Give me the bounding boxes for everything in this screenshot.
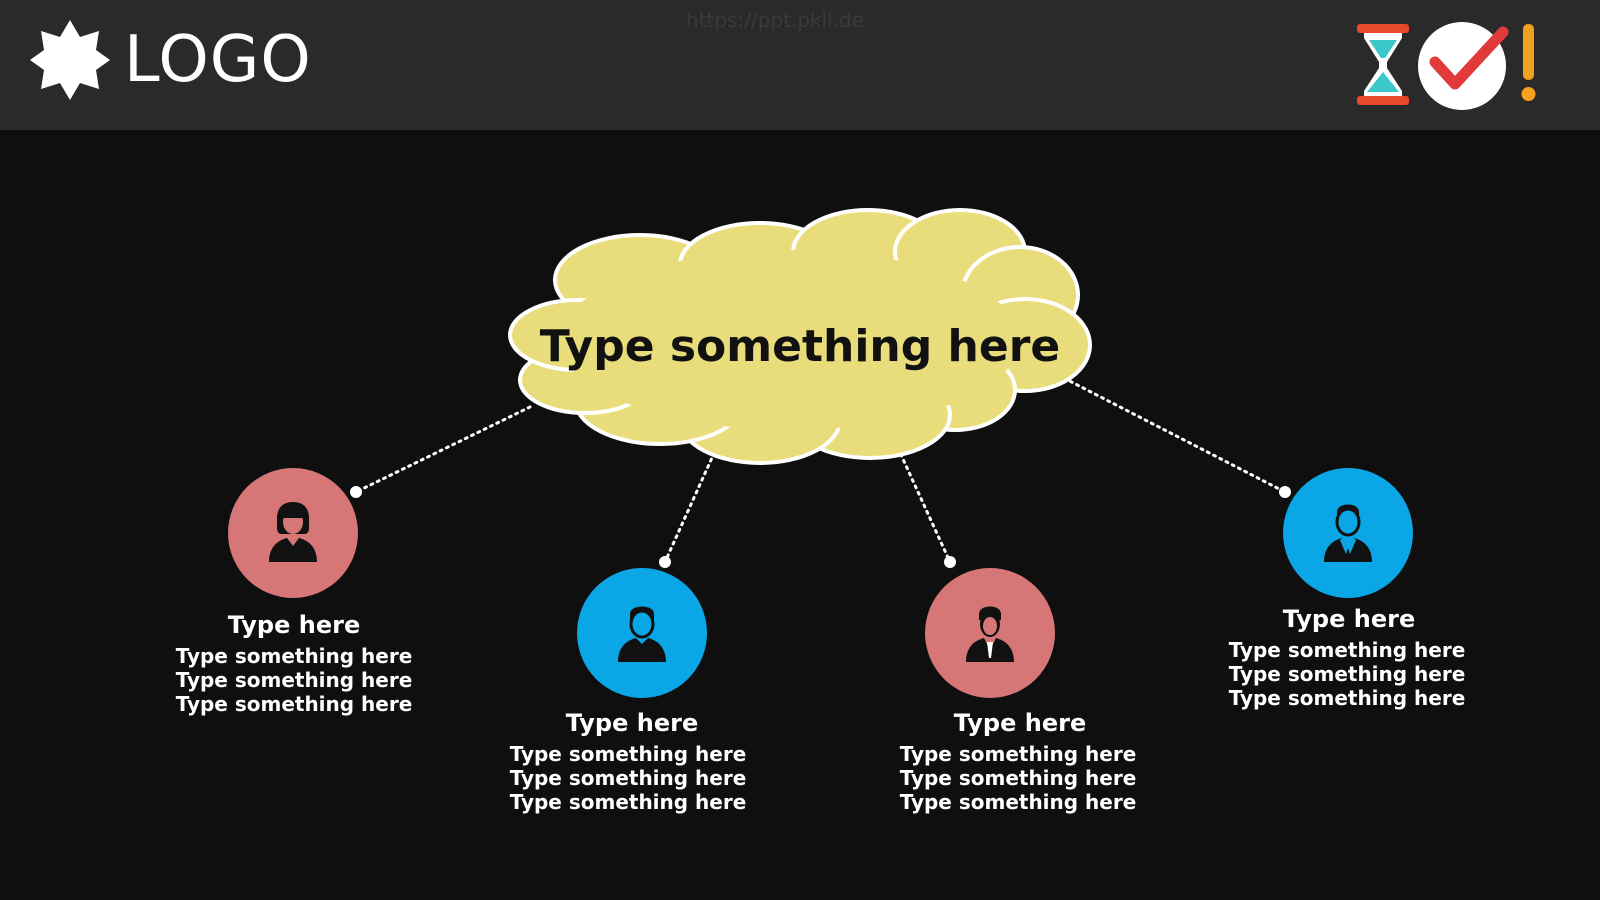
node-3-circle	[925, 568, 1055, 698]
node-1-line-2: Type something here	[175, 668, 413, 692]
star-badge-icon	[30, 20, 110, 100]
node-2-circle	[577, 568, 707, 698]
connector-layer	[350, 208, 1291, 568]
node-1-title: Type here	[227, 611, 361, 639]
node-1-line-1: Type something here	[175, 644, 413, 668]
node-3-line-2: Type something here	[899, 766, 1137, 790]
node-4-title: Type here	[1282, 605, 1416, 633]
connector-line	[354, 405, 532, 494]
exclamation-icon	[1521, 24, 1536, 101]
connector-dot	[1279, 486, 1291, 498]
node-2-line-1: Type something here	[509, 742, 747, 766]
businessman-avatar-icon	[966, 606, 1014, 662]
node-2-line-3: Type something here	[509, 790, 747, 814]
connector-dot	[944, 556, 956, 568]
node-1-line-3: Type something here	[175, 692, 413, 716]
node-4-line-2: Type something here	[1228, 662, 1466, 686]
watermark-url: https://ppt.pkll.de	[686, 8, 865, 32]
node-3-line-3: Type something here	[899, 790, 1137, 814]
node-2-line-2: Type something here	[509, 766, 747, 790]
hourglass-icon	[1357, 24, 1409, 105]
node-4-line-1: Type something here	[1228, 638, 1466, 662]
node-4-circle	[1283, 468, 1413, 598]
connector-dot	[659, 556, 671, 568]
checkmark-icon	[1418, 22, 1509, 110]
header-bar: LOGO https://ppt.pkll.de	[0, 0, 1600, 130]
connector-line	[663, 438, 722, 564]
woman-avatar-icon	[269, 502, 317, 562]
node-3-line-1: Type something here	[899, 742, 1137, 766]
logo-text: LOGO	[124, 23, 312, 97]
center-topic: Type something here	[539, 321, 1061, 372]
connector-dot	[350, 486, 362, 498]
node-2-title: Type here	[565, 709, 699, 737]
node-4-line-3: Type something here	[1228, 686, 1466, 710]
connector-line	[1056, 373, 1287, 494]
man-avatar-icon	[618, 606, 666, 662]
businessman-suit-avatar-icon	[1324, 504, 1372, 562]
node-1-circle	[228, 468, 358, 598]
node-3-title: Type here	[953, 709, 1087, 737]
status-icons-group	[1357, 22, 1536, 110]
mind-map-diagram: Type something here Type here Type somet…	[0, 130, 1600, 900]
